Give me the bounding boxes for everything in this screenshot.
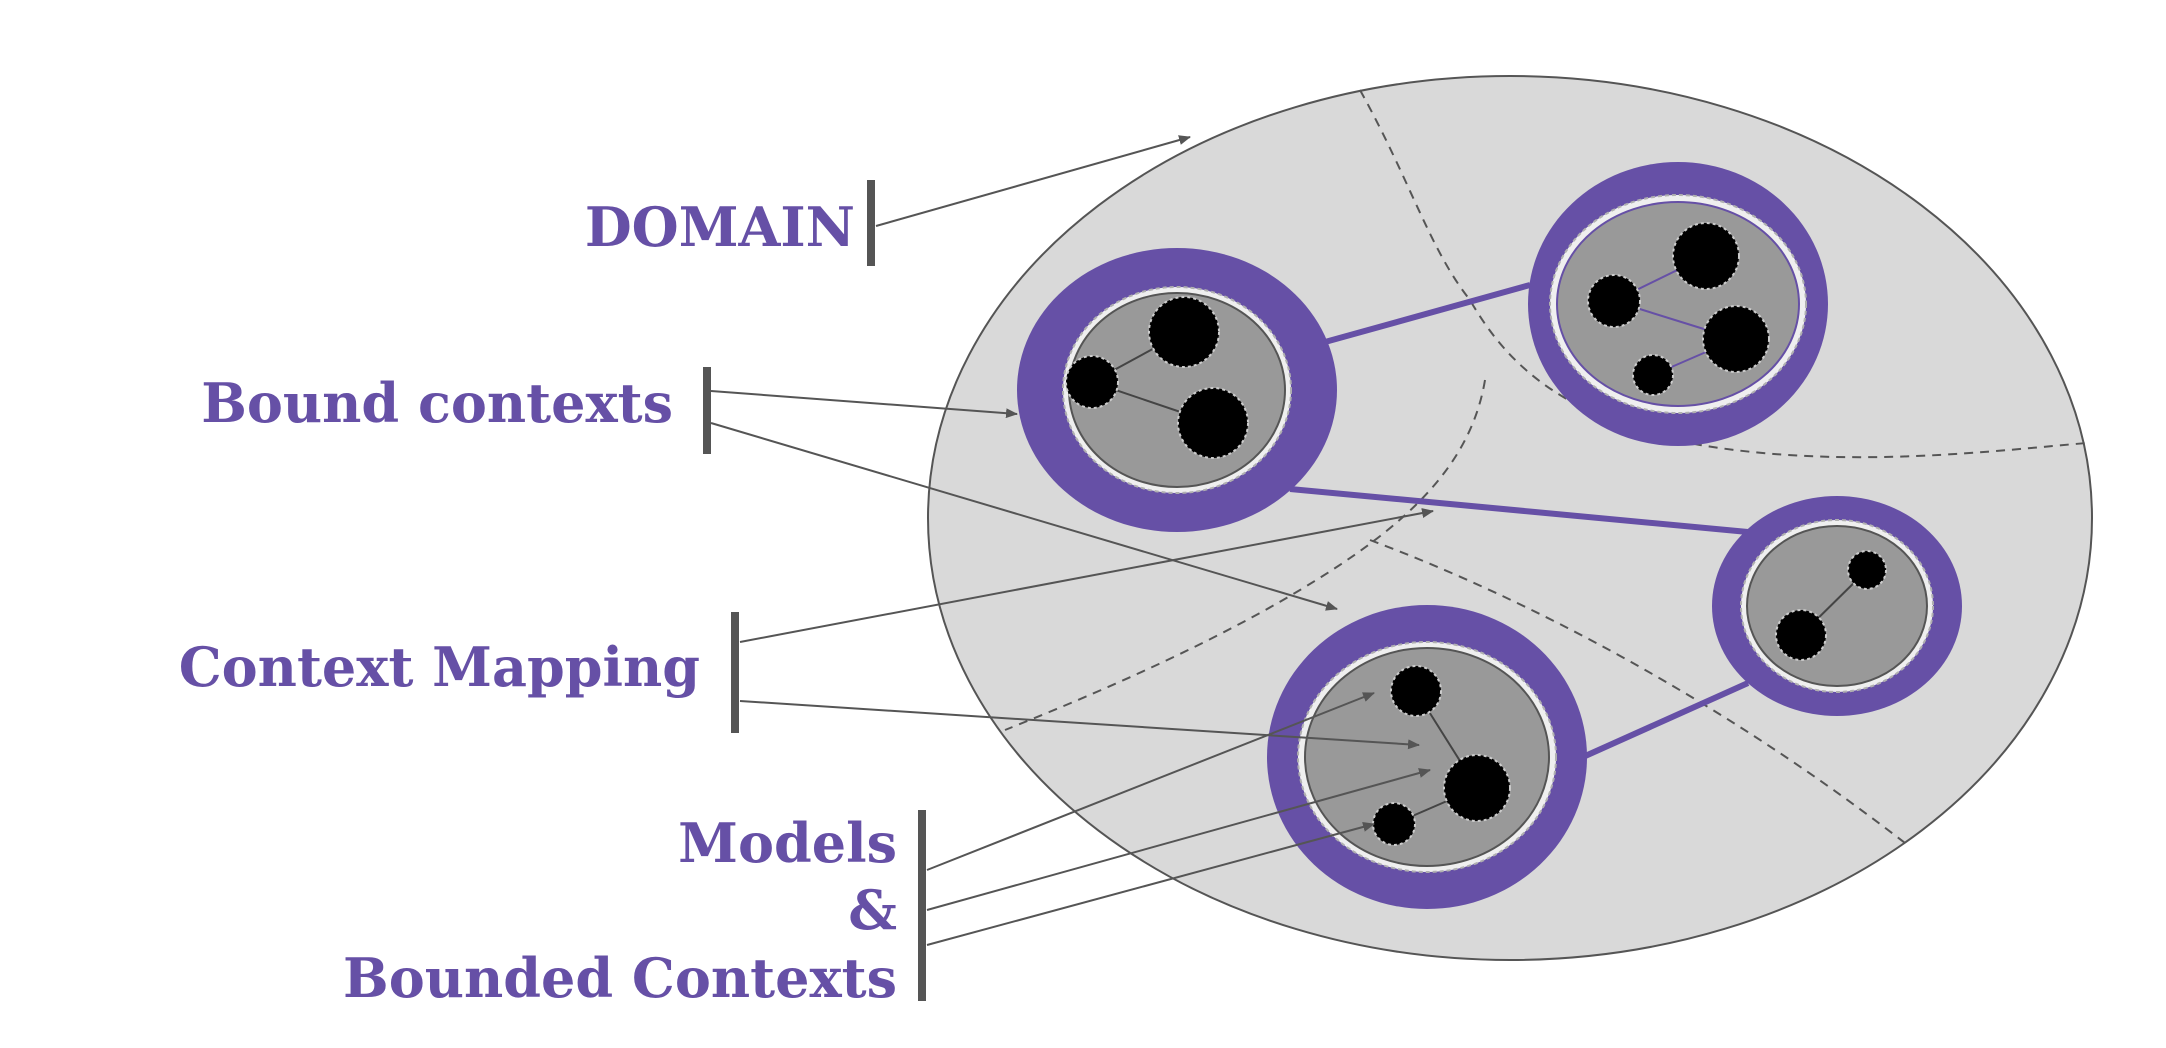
model-node [1372, 802, 1416, 846]
domain-label: DOMAIN [585, 195, 855, 259]
model-node [1443, 754, 1511, 822]
models-arrow-2 [926, 768, 1431, 911]
model-node [1390, 665, 1442, 717]
bound-contexts-label: Bound contexts [201, 371, 673, 435]
bounded-context-top-right [1528, 162, 1828, 446]
context-mapping-arrow-top [739, 508, 1434, 643]
model-node [1702, 305, 1770, 373]
model-node [1177, 387, 1249, 459]
models-label-line2: & [848, 878, 897, 942]
subdomain-boundary-bottom [1369, 539, 1906, 844]
models-label-line1: Models [678, 811, 897, 875]
bounded-context-right [1712, 496, 1962, 716]
bound-contexts-arrow-bottom [710, 422, 1338, 611]
model-node [1148, 296, 1220, 368]
model-node [1632, 354, 1674, 396]
model-node [1587, 274, 1641, 328]
model-node [1847, 550, 1887, 590]
context-mapping-arrow-bottom [739, 700, 1420, 750]
context-link-bottom-right [1581, 680, 1750, 760]
context-link-left-topright [1324, 282, 1531, 345]
context-link-left-right [1289, 486, 1749, 535]
label-brackets [703, 180, 926, 1001]
models-label-line3: Bounded Contexts [343, 946, 897, 1010]
bounded-context-bottom [1267, 605, 1587, 909]
pointer-arrows [710, 135, 1434, 946]
context-mapping-label: Context Mapping [179, 635, 700, 699]
bound-contexts-arrow-left [710, 390, 1018, 419]
model-node [1065, 355, 1119, 409]
context-map-links [1289, 282, 1750, 760]
models-arrow-1 [926, 692, 1375, 871]
model-node [1672, 222, 1740, 290]
subdomain-boundary-left [1004, 379, 1486, 731]
model-node [1775, 609, 1827, 661]
models-arrow-3 [926, 822, 1375, 946]
bounded-context-left [1017, 248, 1337, 532]
domain-arrow [875, 135, 1191, 227]
